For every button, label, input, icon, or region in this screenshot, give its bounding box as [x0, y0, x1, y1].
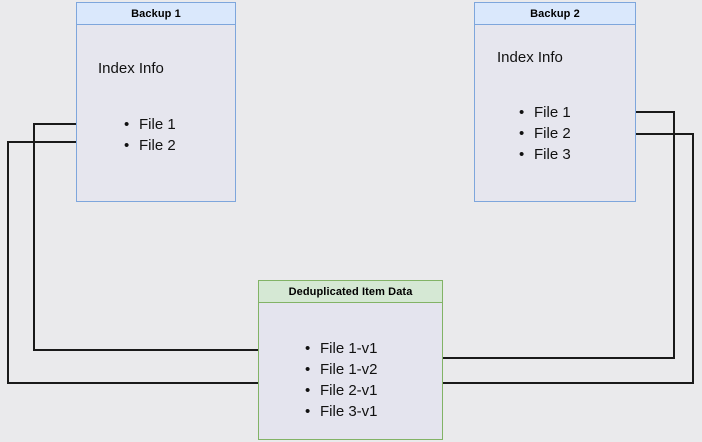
list-item: File 1: [124, 114, 176, 135]
deduplicated-item-data-title: Deduplicated Item Data: [259, 281, 442, 303]
backup-1-index-label: Index Info: [98, 60, 164, 77]
list-item: File 1-v1: [305, 338, 378, 359]
list-item: File 2-v1: [305, 380, 378, 401]
list-item: File 3: [519, 144, 571, 165]
backup-2-title: Backup 2: [475, 3, 635, 25]
backup-1-file-list: File 1 File 2: [124, 114, 176, 156]
list-item: File 1-v2: [305, 359, 378, 380]
backup-2-file-list: File 1 File 2 File 3: [519, 102, 571, 165]
backup-2-box[interactable]: Backup 2: [474, 2, 636, 202]
list-item: File 2: [519, 123, 571, 144]
backup-1-title: Backup 1: [77, 3, 235, 25]
list-item: File 2: [124, 135, 176, 156]
list-item: File 3-v1: [305, 401, 378, 422]
deduplicated-item-list: File 1-v1 File 1-v2 File 2-v1 File 3-v1: [305, 338, 378, 422]
backup-1-box[interactable]: Backup 1: [76, 2, 236, 202]
list-item: File 1: [519, 102, 571, 123]
backup-2-index-label: Index Info: [497, 49, 563, 66]
